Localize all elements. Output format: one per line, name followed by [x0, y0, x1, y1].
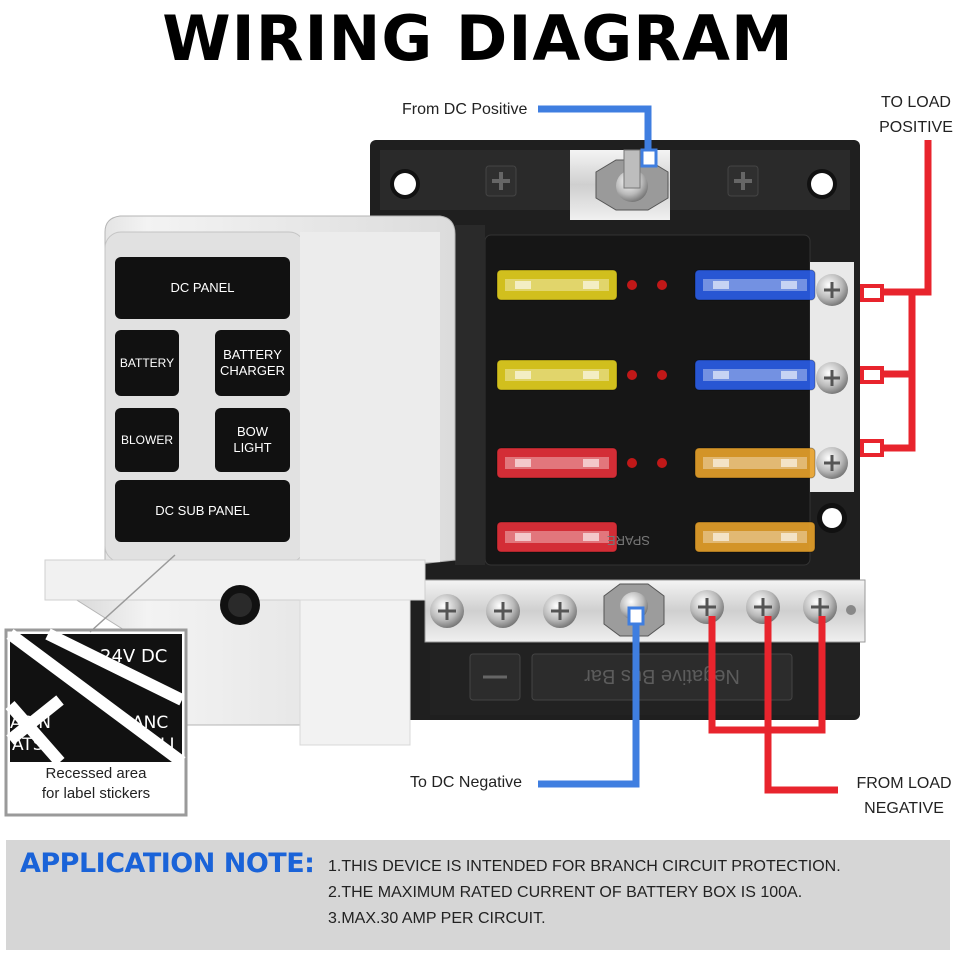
inset-label-anchor: ANC — [132, 713, 169, 733]
note-line-1: 1.THIS DEVICE IS INTENDED FOR BRANCH CIR… — [328, 858, 841, 875]
label-from-load: FROM LOAD — [856, 775, 952, 792]
sticker-bow-light: BOW LIGHT — [215, 408, 290, 472]
blade-fuse-left — [496, 359, 618, 391]
inset-caption: Recessed area for label stickers — [41, 765, 151, 802]
blade-fuse-right — [694, 269, 816, 301]
indicator-led — [627, 458, 637, 468]
application-note-title: APPLICATION NOTE: — [20, 848, 315, 879]
label-from-dc-positive: From DC Positive — [402, 101, 528, 118]
spare-label: SPARE — [607, 533, 650, 548]
page-title: WIRING DIAGRAM — [162, 2, 794, 75]
inset-label-cabin: ABIN — [10, 713, 52, 733]
sticker-blower: BLOWER — [115, 408, 179, 472]
sticker-dc-sub-panel: DC SUB PANEL — [115, 480, 290, 542]
label-to-load: TO LOAD — [881, 94, 951, 111]
label-positive: POSITIVE — [879, 119, 953, 136]
note-line-3: 3.MAX.30 AMP PER CIRCUIT. — [328, 910, 546, 927]
sticker-dc-panel: DC PANEL — [115, 257, 290, 319]
inset-label-lights: ATS — [12, 735, 44, 755]
label-to-dc-negative: To DC Negative — [410, 774, 523, 791]
blade-fuse-left — [496, 447, 618, 479]
fuse-array — [496, 269, 816, 553]
negative-bus-bar-label: Negative Bus Bar — [584, 665, 740, 687]
blade-fuse-left — [496, 521, 618, 553]
blade-fuse-right — [694, 521, 816, 553]
indicator-led — [657, 458, 667, 468]
positive-wire-terminals — [860, 284, 884, 457]
negative-wires — [538, 105, 652, 788]
indicator-led — [657, 370, 667, 380]
label-recess-inset — [4, 628, 188, 817]
note-line-2: 2.THE MAXIMUM RATED CURRENT OF BATTERY B… — [328, 884, 803, 901]
indicator-led — [627, 280, 637, 290]
blade-fuse-right — [694, 359, 816, 391]
application-note-panel — [6, 840, 950, 950]
label-negative: NEGATIVE — [864, 800, 944, 817]
sticker-battery: BATTERY — [115, 330, 179, 396]
inset-label-24v: 24V DC — [100, 646, 168, 667]
indicator-led — [657, 280, 667, 290]
blade-fuse-left — [496, 269, 618, 301]
sticker-battery-charger: BATTERY CHARGER — [215, 330, 290, 396]
blade-fuse-right — [694, 447, 816, 479]
bus-bar-screws — [430, 590, 856, 628]
indicator-led — [627, 370, 637, 380]
inset-label-light: LI — [160, 735, 175, 755]
